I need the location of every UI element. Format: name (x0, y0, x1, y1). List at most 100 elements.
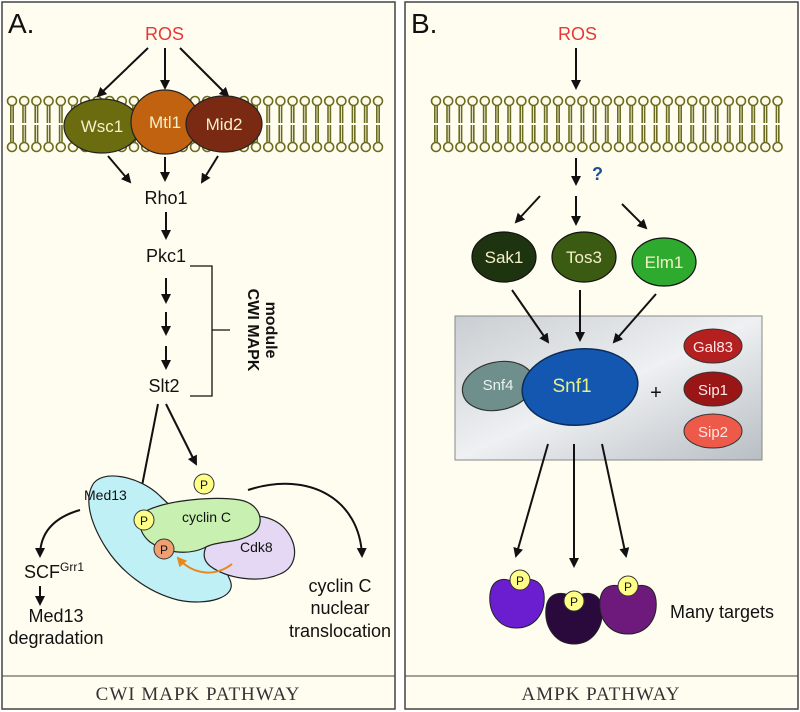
lipid-head (674, 141, 686, 153)
mapk-module-label: CWI MAPK module (244, 289, 279, 372)
arrow-to-sak1 (514, 195, 541, 224)
lipid-head (540, 95, 552, 107)
lipid-head (711, 141, 722, 153)
phospho-med13-a-label: P (140, 514, 148, 528)
lipid-head (516, 141, 527, 153)
tos3-label: Tos3 (566, 248, 602, 267)
lipid-head (564, 95, 576, 107)
lipid-head (442, 141, 454, 153)
lipid-head (711, 95, 722, 107)
cyclin-c-label: cyclin C (182, 509, 231, 525)
lipid-head (442, 95, 454, 107)
lipid-head (455, 95, 466, 107)
lipid-head (638, 95, 649, 107)
lipid-head (735, 141, 747, 153)
panel-b: B. ROS ? Sak1 Tos3 Elm1 Snf4 Snf1 + Gal8… (404, 1, 799, 710)
arrow-med13-scf (35, 509, 81, 558)
lipid-head (43, 141, 54, 153)
cdk8-phospho-arrow (176, 556, 233, 574)
lipid-head (275, 95, 286, 107)
arrow-ros-mid2 (179, 47, 230, 98)
lipid-head (589, 141, 600, 153)
lipid-head (577, 141, 588, 153)
lipid-head (6, 141, 18, 153)
arrow-sak1-snf1 (511, 289, 550, 344)
lipid-head (43, 95, 54, 107)
elm1-label: Elm1 (645, 253, 684, 272)
lipid-head (760, 95, 771, 107)
membrane-bilayer-b (430, 95, 783, 153)
lipid-head (747, 141, 759, 153)
lipid-head (323, 141, 335, 153)
lipid-head (287, 95, 298, 107)
lipid-head (503, 141, 515, 153)
panel-b-letter: B. (411, 8, 437, 39)
lipid-head (128, 95, 140, 107)
lipid-head (772, 141, 783, 153)
lipid-head (625, 95, 637, 107)
lipid-head (528, 95, 539, 107)
lipid-head (275, 141, 286, 153)
arrow-slt2-med13 (136, 403, 159, 498)
arrow-to-elm1 (621, 203, 648, 230)
cyclin-c-translocation-line3: translocation (289, 621, 391, 641)
lipid-head (262, 141, 274, 153)
lipid-head (589, 95, 600, 107)
lipid-head (323, 95, 335, 107)
sak1-label: Sak1 (485, 248, 524, 267)
lipid-head (31, 95, 42, 107)
arrow-mid2-rho1 (200, 155, 219, 184)
lipid-head (564, 141, 576, 153)
lipid-head (311, 95, 323, 107)
lipid-head (467, 95, 478, 107)
panel-a-caption: CWI MAPK PATHWAY (96, 684, 301, 705)
panel-a: A. ROS Wsc1 Mtl1 Mid2 Rho1 Pkc1 Slt2 CWI… (1, 1, 396, 710)
med13-label: Med13 (84, 487, 127, 503)
phospho-cyclin-c-label: P (200, 478, 208, 492)
arrow-wsc1-rho1 (107, 155, 132, 184)
lipid-head (467, 141, 478, 153)
cdk8-label: Cdk8 (240, 539, 273, 555)
lipid-head (55, 95, 67, 107)
lipid-head (55, 141, 67, 153)
lipid-head (723, 141, 735, 153)
lipid-head (516, 95, 527, 107)
phospho-med13-b-label: P (160, 543, 168, 557)
many-targets-label: Many targets (670, 602, 774, 622)
question-mark: ? (592, 164, 603, 184)
lipid-head (723, 95, 735, 107)
phospho-target-2-label: P (570, 595, 578, 609)
mtl1-label: Mtl1 (149, 113, 181, 132)
lipid-head (311, 141, 323, 153)
lipid-head (372, 141, 384, 153)
phospho-target-3-label: P (624, 580, 632, 594)
scf-text: SCF (24, 562, 60, 582)
lipid-head (699, 141, 710, 153)
lipid-head (613, 95, 625, 107)
lipid-head (686, 95, 698, 107)
mid2-label: Mid2 (206, 115, 243, 134)
lipid-head (674, 95, 686, 107)
lipid-head (772, 95, 783, 107)
arrow-elm1-snf1 (612, 293, 657, 344)
panel-b-caption: AMPK PATHWAY (522, 684, 681, 705)
gal83-label: Gal83 (693, 339, 733, 356)
phospho-target-1 (509, 569, 531, 591)
plus-sign: + (650, 382, 662, 404)
lipid-head (747, 95, 759, 107)
sak1-protein (471, 231, 537, 283)
lipid-head (128, 141, 140, 153)
arrow-cyclinc-translocation (247, 482, 367, 558)
arrow-snf1-target-3 (601, 443, 630, 558)
target-protein-3 (599, 584, 657, 635)
snf1-label: Snf1 (552, 376, 591, 397)
lipid-head (430, 95, 442, 107)
mapk-module-label-line2: module (262, 302, 279, 359)
elm1-protein (631, 237, 697, 287)
scf-sup: Grr1 (60, 560, 84, 574)
gal83-protein (683, 328, 743, 364)
cyclin-c-translocation-line2: nuclear (310, 598, 369, 618)
lipid-head (360, 141, 372, 153)
sip1-label: Sip1 (698, 382, 728, 399)
